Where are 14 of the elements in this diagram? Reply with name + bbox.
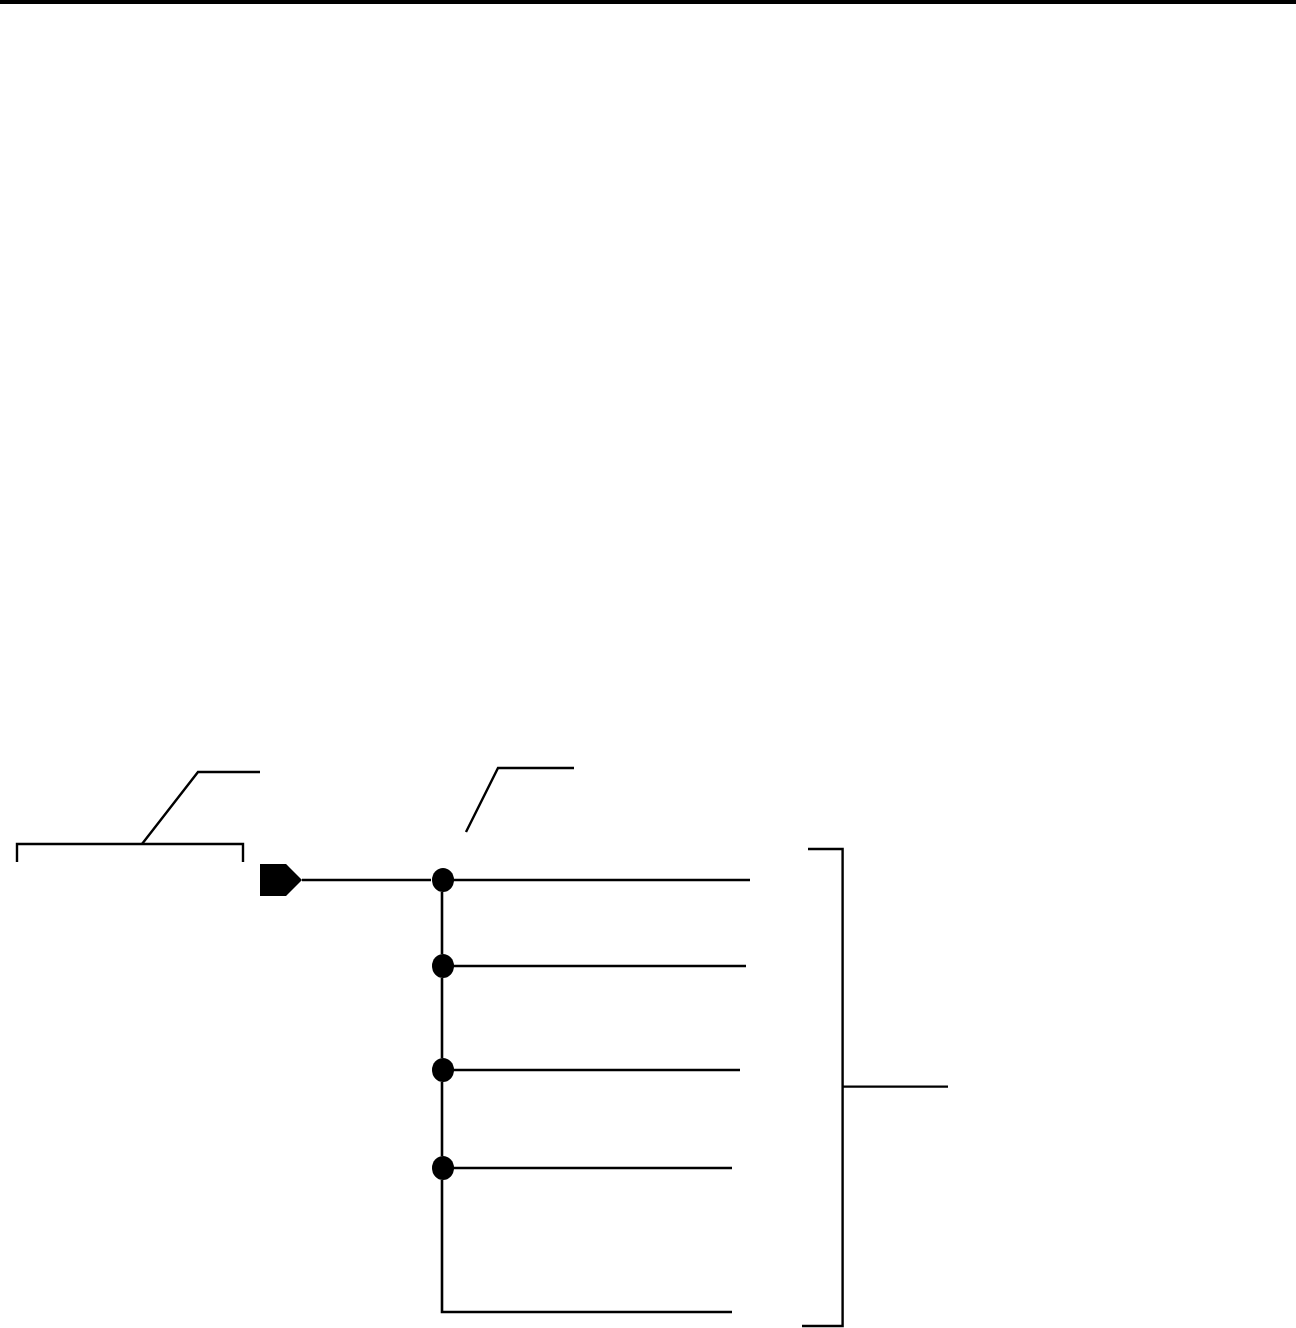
junction-dot	[431, 1058, 453, 1082]
junction-dot	[431, 868, 453, 892]
connector-line	[440, 1180, 732, 1314]
connector-line	[302, 878, 431, 882]
connector-line	[440, 978, 444, 1058]
connector-line	[453, 878, 750, 882]
terminal-symbol	[260, 864, 302, 896]
connector-line	[453, 1166, 732, 1170]
junction-dot	[431, 954, 453, 978]
connector-line	[453, 964, 746, 968]
connector-line	[440, 1082, 444, 1156]
connector-line	[440, 892, 444, 954]
junction-dot	[431, 1156, 453, 1180]
connector-line	[453, 1068, 740, 1072]
